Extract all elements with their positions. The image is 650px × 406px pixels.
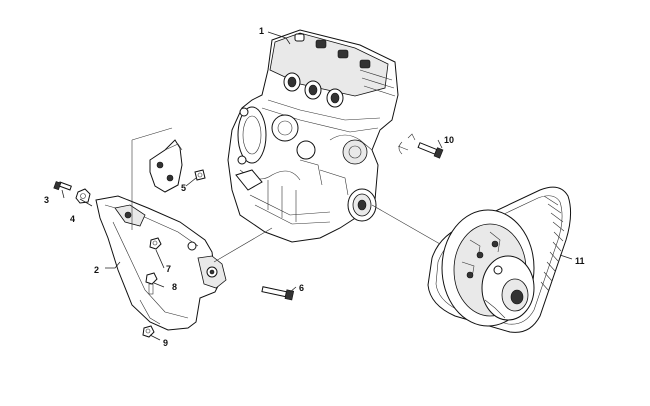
mount-plate-assembly (95, 195, 227, 331)
callout-8: 8 (172, 282, 177, 292)
bolt-6-part (261, 286, 295, 301)
callout-3: 3 (44, 195, 49, 205)
callout-labels: 1 2 3 4 5 6 7 8 9 10 11 (44, 26, 585, 348)
callout-10: 10 (444, 135, 454, 145)
callout-4: 4 (70, 214, 75, 224)
engine-assembly (227, 29, 399, 243)
bolt-7-part (149, 237, 162, 250)
bolt-3-part (53, 181, 72, 191)
callout-2: 2 (94, 265, 99, 275)
intake-ports (283, 72, 344, 108)
bolt-10-part (397, 133, 444, 159)
drive-clutch-part (441, 209, 535, 327)
callout-1: 1 (259, 26, 264, 36)
bolt-8-part (145, 272, 158, 295)
callout-5: 5 (181, 183, 186, 193)
callout-7: 7 (166, 264, 171, 274)
callout-6: 6 (299, 283, 304, 293)
nut-4-part (75, 188, 91, 204)
spark-plug-caps (294, 33, 371, 69)
callout-9: 9 (163, 338, 168, 348)
bolt-5-part (194, 169, 206, 181)
upper-mount-bracket (149, 139, 183, 193)
leader-lines (61, 31, 573, 341)
callout-11: 11 (575, 256, 585, 266)
bolt-9-part (142, 325, 155, 338)
